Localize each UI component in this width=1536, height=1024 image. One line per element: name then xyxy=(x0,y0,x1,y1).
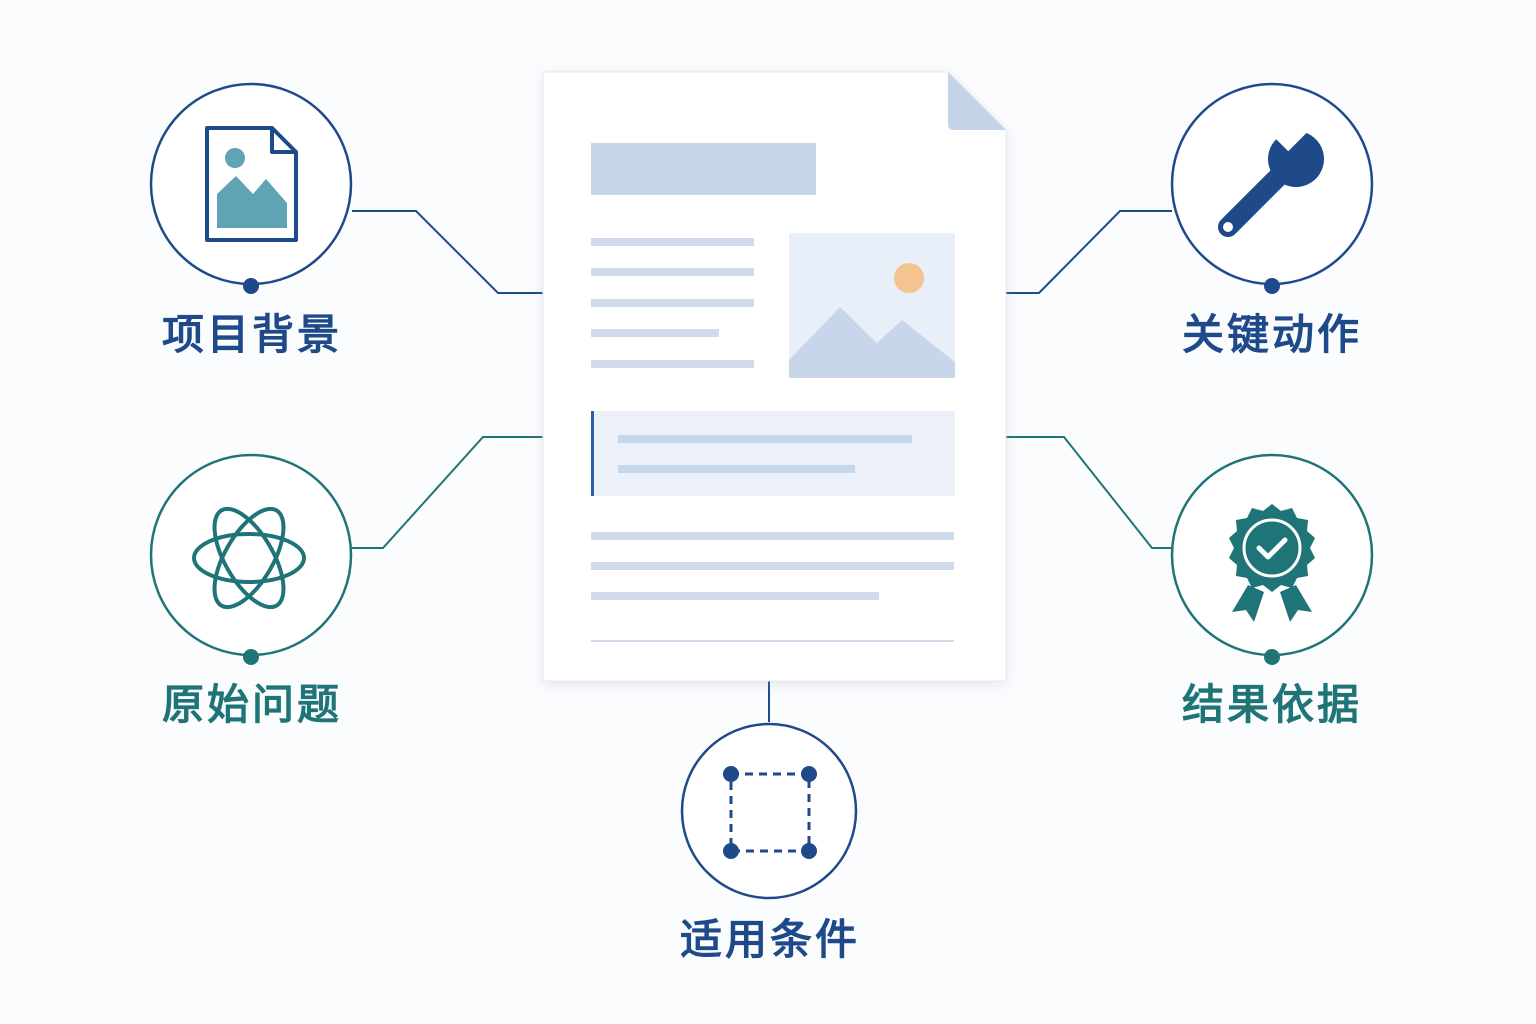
document-callout-box xyxy=(591,411,955,496)
document-page xyxy=(542,71,1007,682)
label-result-basis: 结果依据 xyxy=(1181,680,1362,729)
image-file-icon xyxy=(205,126,298,242)
dashed-frame-icon xyxy=(723,766,817,859)
node-original-problem[interactable] xyxy=(149,453,353,665)
label-key-actions: 关键动作 xyxy=(1181,310,1362,359)
sun-icon xyxy=(894,263,924,293)
wrench-icon xyxy=(1218,110,1324,237)
document-image-placeholder xyxy=(789,233,955,378)
document-bottom-lines xyxy=(591,532,954,642)
label-project-background: 项目背景 xyxy=(161,310,342,359)
connector-lines xyxy=(352,210,1172,722)
connector-project-background xyxy=(352,210,543,294)
node-circle xyxy=(149,453,353,657)
node-applicable-conditions[interactable] xyxy=(680,722,858,900)
node-result-basis[interactable] xyxy=(1170,453,1374,665)
node-dot xyxy=(1264,649,1280,665)
node-key-actions[interactable] xyxy=(1170,82,1374,294)
interwoven-knot-icon xyxy=(192,506,306,610)
node-dot xyxy=(243,278,259,294)
node-circle xyxy=(680,722,858,900)
label-applicable-conditions: 适用条件 xyxy=(679,915,860,964)
node-project-background[interactable] xyxy=(149,82,353,294)
connector-original-problem xyxy=(352,436,543,549)
node-dot xyxy=(243,649,259,665)
connector-result-basis xyxy=(1006,436,1172,549)
label-original-problem: 原始问题 xyxy=(161,680,342,729)
document-sheet xyxy=(542,71,1007,682)
document-dog-ear xyxy=(948,72,1006,130)
connector-key-actions xyxy=(1006,210,1172,294)
document-title-bar xyxy=(591,143,816,195)
node-dot xyxy=(1264,278,1280,294)
badge-check-icon xyxy=(1229,504,1315,622)
document-text-lines xyxy=(591,238,754,368)
